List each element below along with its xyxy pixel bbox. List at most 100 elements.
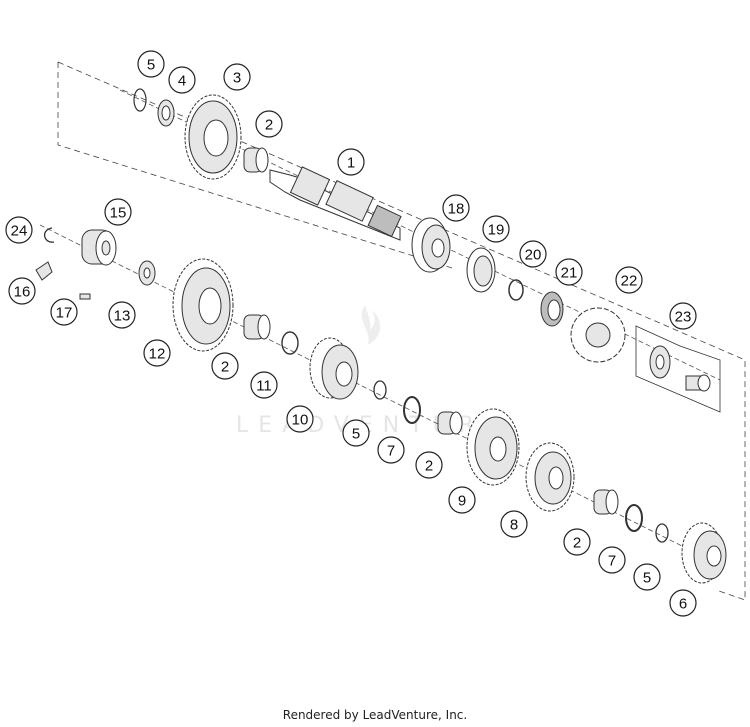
sprocket-22 [570, 307, 626, 363]
washer-13 [138, 260, 156, 286]
callout-label: 17 [56, 305, 73, 322]
callout-label: 19 [488, 222, 505, 239]
bolt-kit-23 [635, 325, 721, 413]
needle-bearing-2-lower-c [593, 489, 619, 515]
gear-12 [172, 258, 234, 352]
callout-circle [223, 63, 251, 91]
callout-circle [255, 110, 283, 138]
washer-7-lower-b [625, 504, 643, 532]
callout-9: 9 [448, 486, 476, 514]
footer-credit: Rendered by LeadVenture, Inc. [282, 708, 468, 722]
washer-4 [157, 99, 175, 127]
callout-label: 7 [608, 553, 616, 570]
callout-24: 24 [5, 216, 33, 244]
callout-circle [555, 258, 583, 286]
callout-label: 13 [114, 308, 131, 325]
callout-label: 9 [458, 493, 466, 510]
callout-label: 8 [510, 517, 518, 534]
callout-2: 2 [563, 528, 591, 556]
callout-label: 23 [675, 309, 692, 326]
main-shaft-1 [269, 166, 402, 241]
circlip-5-upper [133, 88, 147, 112]
callout-4: 4 [168, 66, 196, 94]
screw-17 [79, 293, 91, 300]
callout-circle [633, 563, 661, 591]
callout-3: 3 [223, 63, 251, 91]
callout-label: 5 [352, 426, 360, 443]
o-ring-20 [508, 279, 524, 301]
spacer-21 [540, 291, 564, 327]
callout-label: 21 [561, 265, 578, 282]
gear-10 [309, 337, 359, 400]
callout-11: 11 [250, 371, 278, 399]
gear-8 [525, 442, 575, 512]
callout-label: 7 [387, 443, 395, 460]
callout-2: 2 [415, 451, 443, 479]
gear-6 [681, 522, 727, 584]
callout-circle [108, 301, 136, 329]
watermark: LEADVENTURE [236, 305, 508, 438]
callout-circle [563, 528, 591, 556]
callout-5: 5 [137, 50, 165, 78]
callout-label: 2 [573, 535, 581, 552]
callout-circle [8, 277, 36, 305]
callout-circle [137, 50, 165, 78]
callout-circle [250, 371, 278, 399]
callout-19: 19 [482, 215, 510, 243]
callout-circle [143, 339, 171, 367]
callout-circle [482, 215, 510, 243]
callout-circle [286, 405, 314, 433]
callout-circle [342, 419, 370, 447]
needle-bearing-2-lower-a [243, 314, 271, 340]
callout-circle [5, 216, 33, 244]
gear-3 [184, 94, 242, 180]
callout-label: 15 [110, 205, 127, 222]
callout-20: 20 [519, 240, 547, 268]
callout-label: 24 [11, 223, 28, 240]
callout-circle [168, 66, 196, 94]
callout-circle [377, 436, 405, 464]
callout-circle [337, 148, 365, 176]
callout-circle [519, 240, 547, 268]
washer-7-lower-a [403, 396, 421, 424]
callout-label: 5 [643, 570, 651, 587]
callout-circle [415, 451, 443, 479]
callout-23: 23 [669, 302, 697, 330]
callout-2: 2 [255, 110, 283, 138]
callout-label: 4 [178, 73, 186, 90]
washer-11 [281, 331, 299, 355]
callout-label: 12 [149, 346, 166, 363]
needle-bearing-2-lower-b [437, 411, 463, 435]
callout-label: 3 [233, 70, 241, 87]
gear-9 [466, 408, 520, 486]
callout-5: 5 [633, 563, 661, 591]
callout-7: 7 [377, 436, 405, 464]
callout-13: 13 [108, 301, 136, 329]
watermark-flame-icon [361, 305, 381, 345]
callout-circle [669, 302, 697, 330]
callout-circle [448, 486, 476, 514]
circlip-24 [44, 227, 55, 243]
callout-circle [211, 352, 239, 380]
callout-circle [442, 194, 470, 222]
callout-15: 15 [104, 198, 132, 226]
needle-bearing-2-upper [243, 147, 269, 173]
callout-circle [50, 298, 78, 326]
callout-1: 1 [337, 148, 365, 176]
callout-label: 18 [448, 201, 465, 218]
callout-8: 8 [500, 510, 528, 538]
callout-circle [669, 589, 697, 617]
callout-label: 2 [221, 359, 229, 376]
callout-label: 16 [14, 284, 31, 301]
seal-19 [466, 247, 496, 293]
callout-label: 2 [425, 458, 433, 475]
assembly-outline [57, 61, 746, 601]
callout-label: 5 [147, 57, 155, 74]
callout-6: 6 [669, 589, 697, 617]
callout-label: 20 [525, 247, 542, 264]
watermark-text: LEADVENTURE [236, 413, 508, 438]
callout-12: 12 [143, 339, 171, 367]
circlip-5-lower-b [655, 523, 669, 543]
